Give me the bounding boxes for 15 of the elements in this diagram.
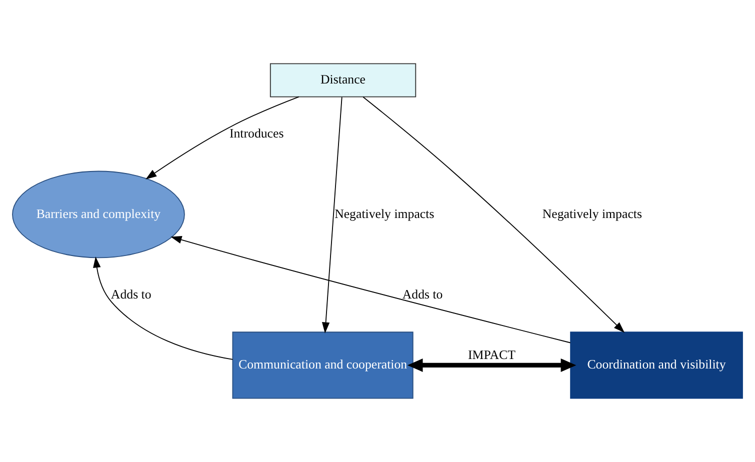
edge-label: Adds to bbox=[110, 287, 152, 302]
edge-label: Adds to bbox=[402, 287, 443, 302]
arrow bbox=[362, 96, 625, 333]
arrow bbox=[93, 256, 234, 360]
node-box: Communication and cooperation bbox=[232, 332, 414, 399]
arrow bbox=[322, 96, 342, 334]
arrow bbox=[146, 96, 300, 180]
edge-label: Introduces bbox=[229, 126, 284, 140]
node-box: Coordination and visibility bbox=[570, 332, 743, 399]
edge-label: Negatively impacts bbox=[542, 206, 642, 221]
edge-label: IMPACT bbox=[468, 348, 516, 362]
arrow bbox=[170, 236, 571, 344]
node-box: Distance bbox=[270, 63, 416, 98]
edge-label: Negatively impacts bbox=[334, 206, 434, 221]
arrow bbox=[407, 358, 576, 372]
